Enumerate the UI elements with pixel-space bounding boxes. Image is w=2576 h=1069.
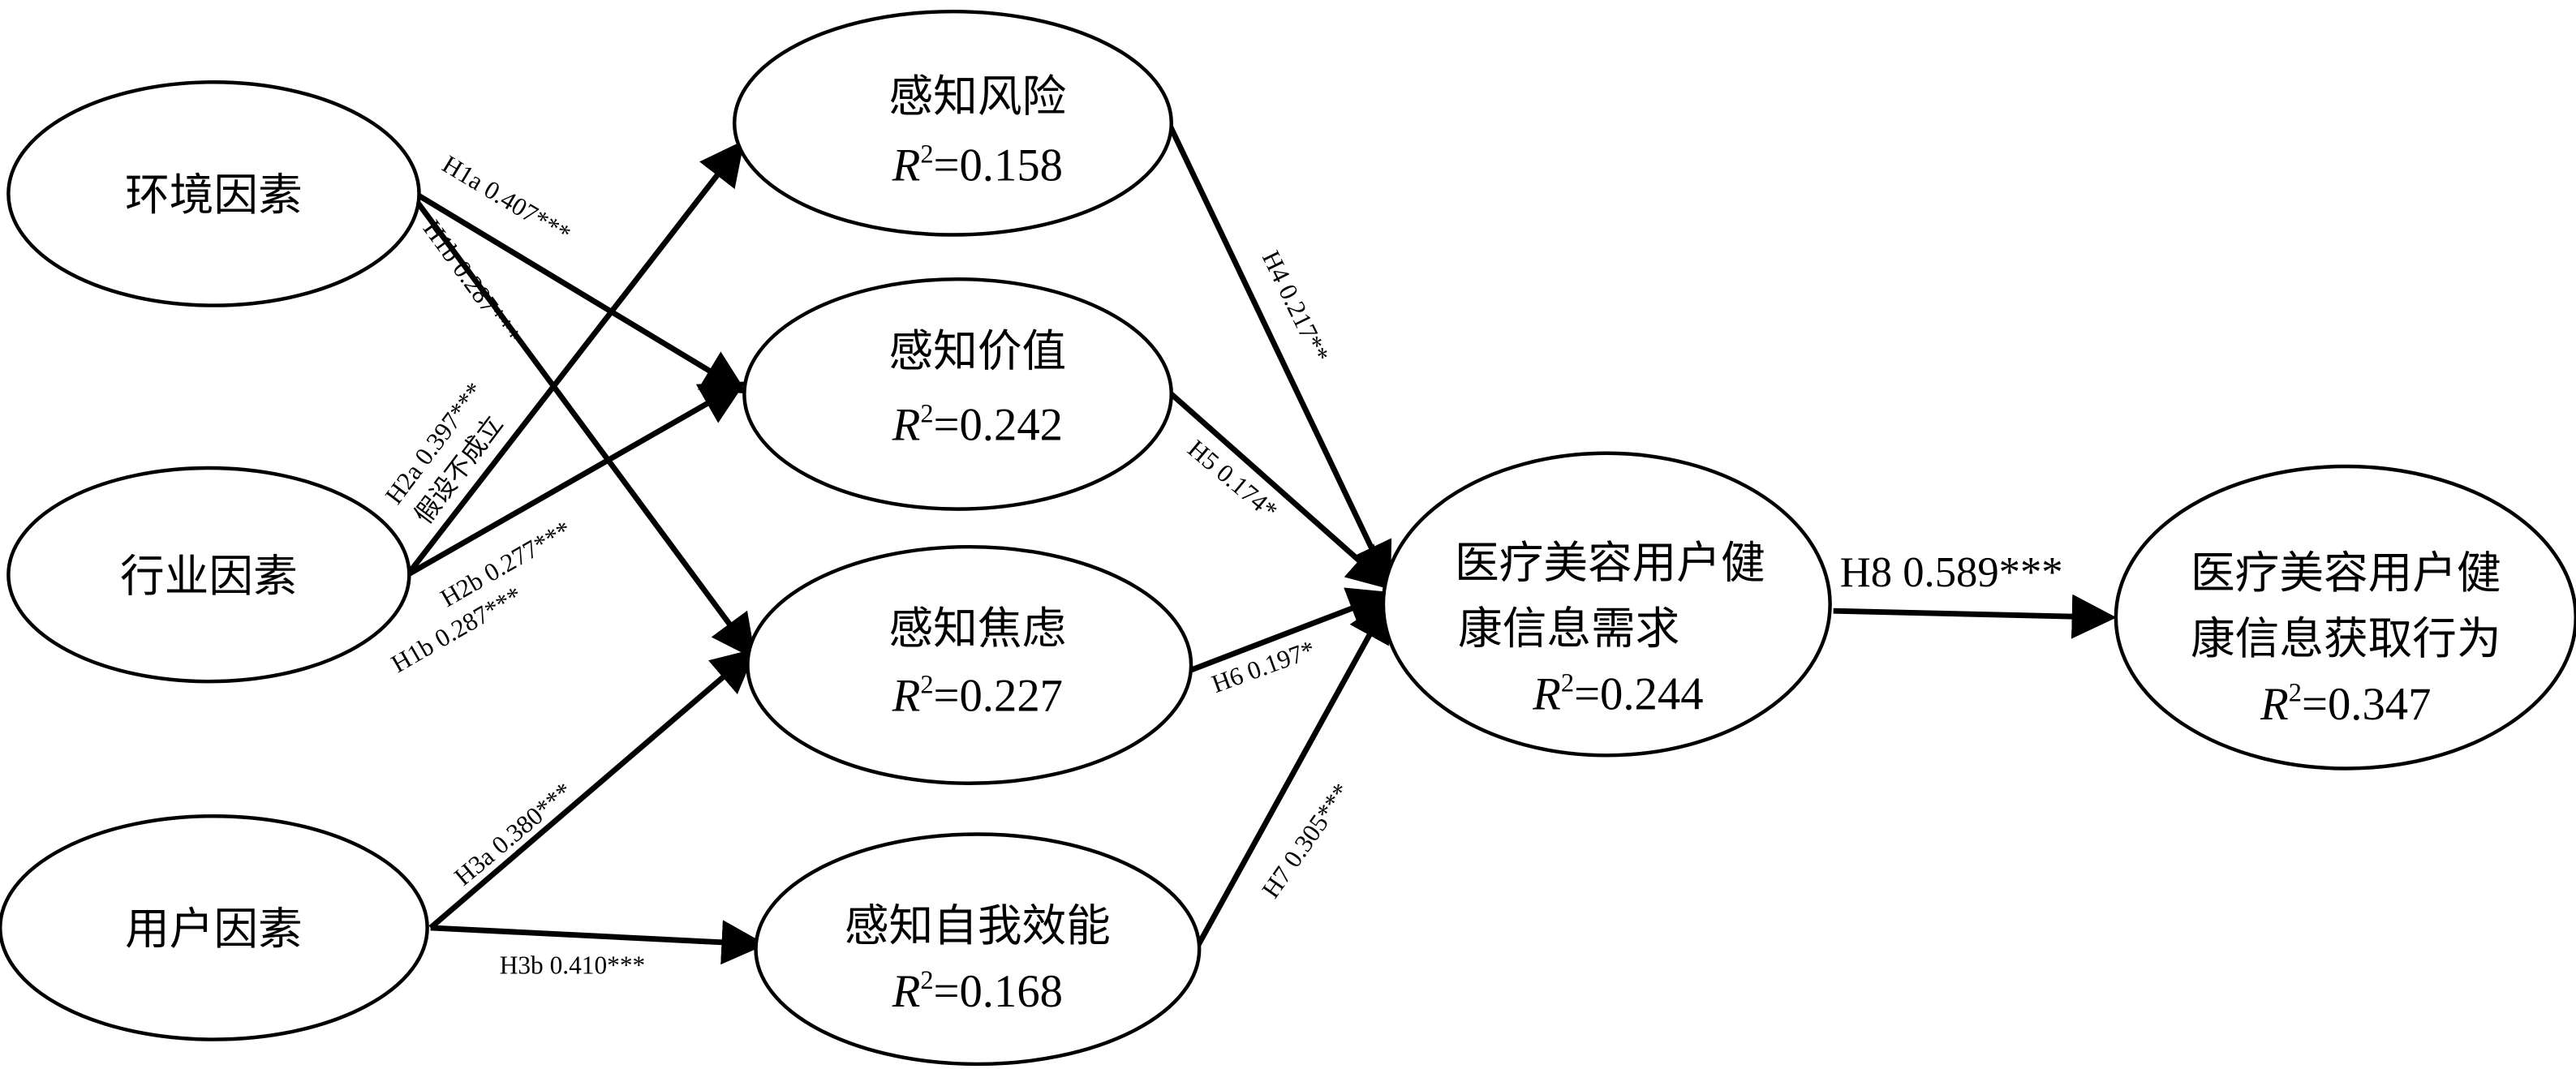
edge-h2b [406, 381, 746, 577]
node-user-factor: 用户因素 [0, 814, 429, 1041]
r-squared: R2=0.168 [892, 966, 1063, 1017]
r-squared: R2=0.158 [892, 140, 1063, 191]
node-label: 环境因素 [125, 170, 303, 220]
label-h3b: H3b 0.410*** [500, 951, 646, 980]
node-label-line2: 康信息需求 [1458, 604, 1679, 654]
node-label: 感知价值 [889, 326, 1067, 376]
edge-h2a [405, 140, 745, 577]
node-label: 行业因素 [120, 552, 298, 601]
node-perceived-risk: 感知风险 R2=0.158 [732, 9, 1173, 237]
label-h1b: H1b 0.287*** [418, 215, 527, 350]
node-label-line2: 康信息获取行为 [2191, 614, 2501, 663]
r-squared: R2=0.347 [2260, 678, 2431, 729]
edge-h8 [1833, 594, 2117, 639]
node-health-info-need: 医疗美容用户健 康信息需求 R2=0.244 [1381, 451, 1832, 758]
node-label: 感知风险 [889, 72, 1067, 122]
edge-h4 [1163, 117, 1392, 588]
edge-h3a [428, 648, 757, 930]
edge-h1a [406, 186, 748, 394]
node-label-line1: 医疗美容用户健 [2191, 548, 2501, 598]
r-squared: R2=0.244 [1532, 668, 1703, 719]
node-label-line1: 医疗美容用户健 [1455, 539, 1765, 588]
node-perceived-anxiety: 感知焦虑 R2=0.227 [746, 544, 1193, 785]
edge-h1b [405, 187, 756, 660]
r-squared: R2=0.242 [892, 399, 1063, 450]
node-perceived-self-efficacy: 感知自我效能 R2=0.168 [754, 832, 1202, 1067]
edge-h7 [1193, 595, 1391, 951]
edge-h5 [1169, 392, 1393, 590]
edges [405, 117, 2117, 965]
label-h8: H8 0.589*** [1840, 549, 2063, 596]
r-squared: R2=0.227 [892, 670, 1063, 721]
node-industry-factor: 行业因素 [6, 466, 411, 684]
node-perceived-value: 感知价值 R2=0.242 [742, 277, 1173, 511]
node-health-info-behavior: 医疗美容用户健 康信息获取行为 R2=0.347 [2114, 464, 2576, 771]
edge-h3b [430, 920, 767, 965]
node-label: 感知自我效能 [845, 901, 1111, 951]
node-label: 感知焦虑 [889, 604, 1067, 654]
label-h7: H7 0.305*** [1256, 778, 1356, 903]
label-h1a: H1a 0.407*** [437, 150, 575, 249]
node-environment-factor: 环境因素 [6, 80, 421, 307]
label-h4: H4 0.217** [1257, 247, 1335, 367]
node-label: 用户因素 [125, 904, 303, 954]
label-h3a: H3a 0.380*** [449, 777, 578, 891]
